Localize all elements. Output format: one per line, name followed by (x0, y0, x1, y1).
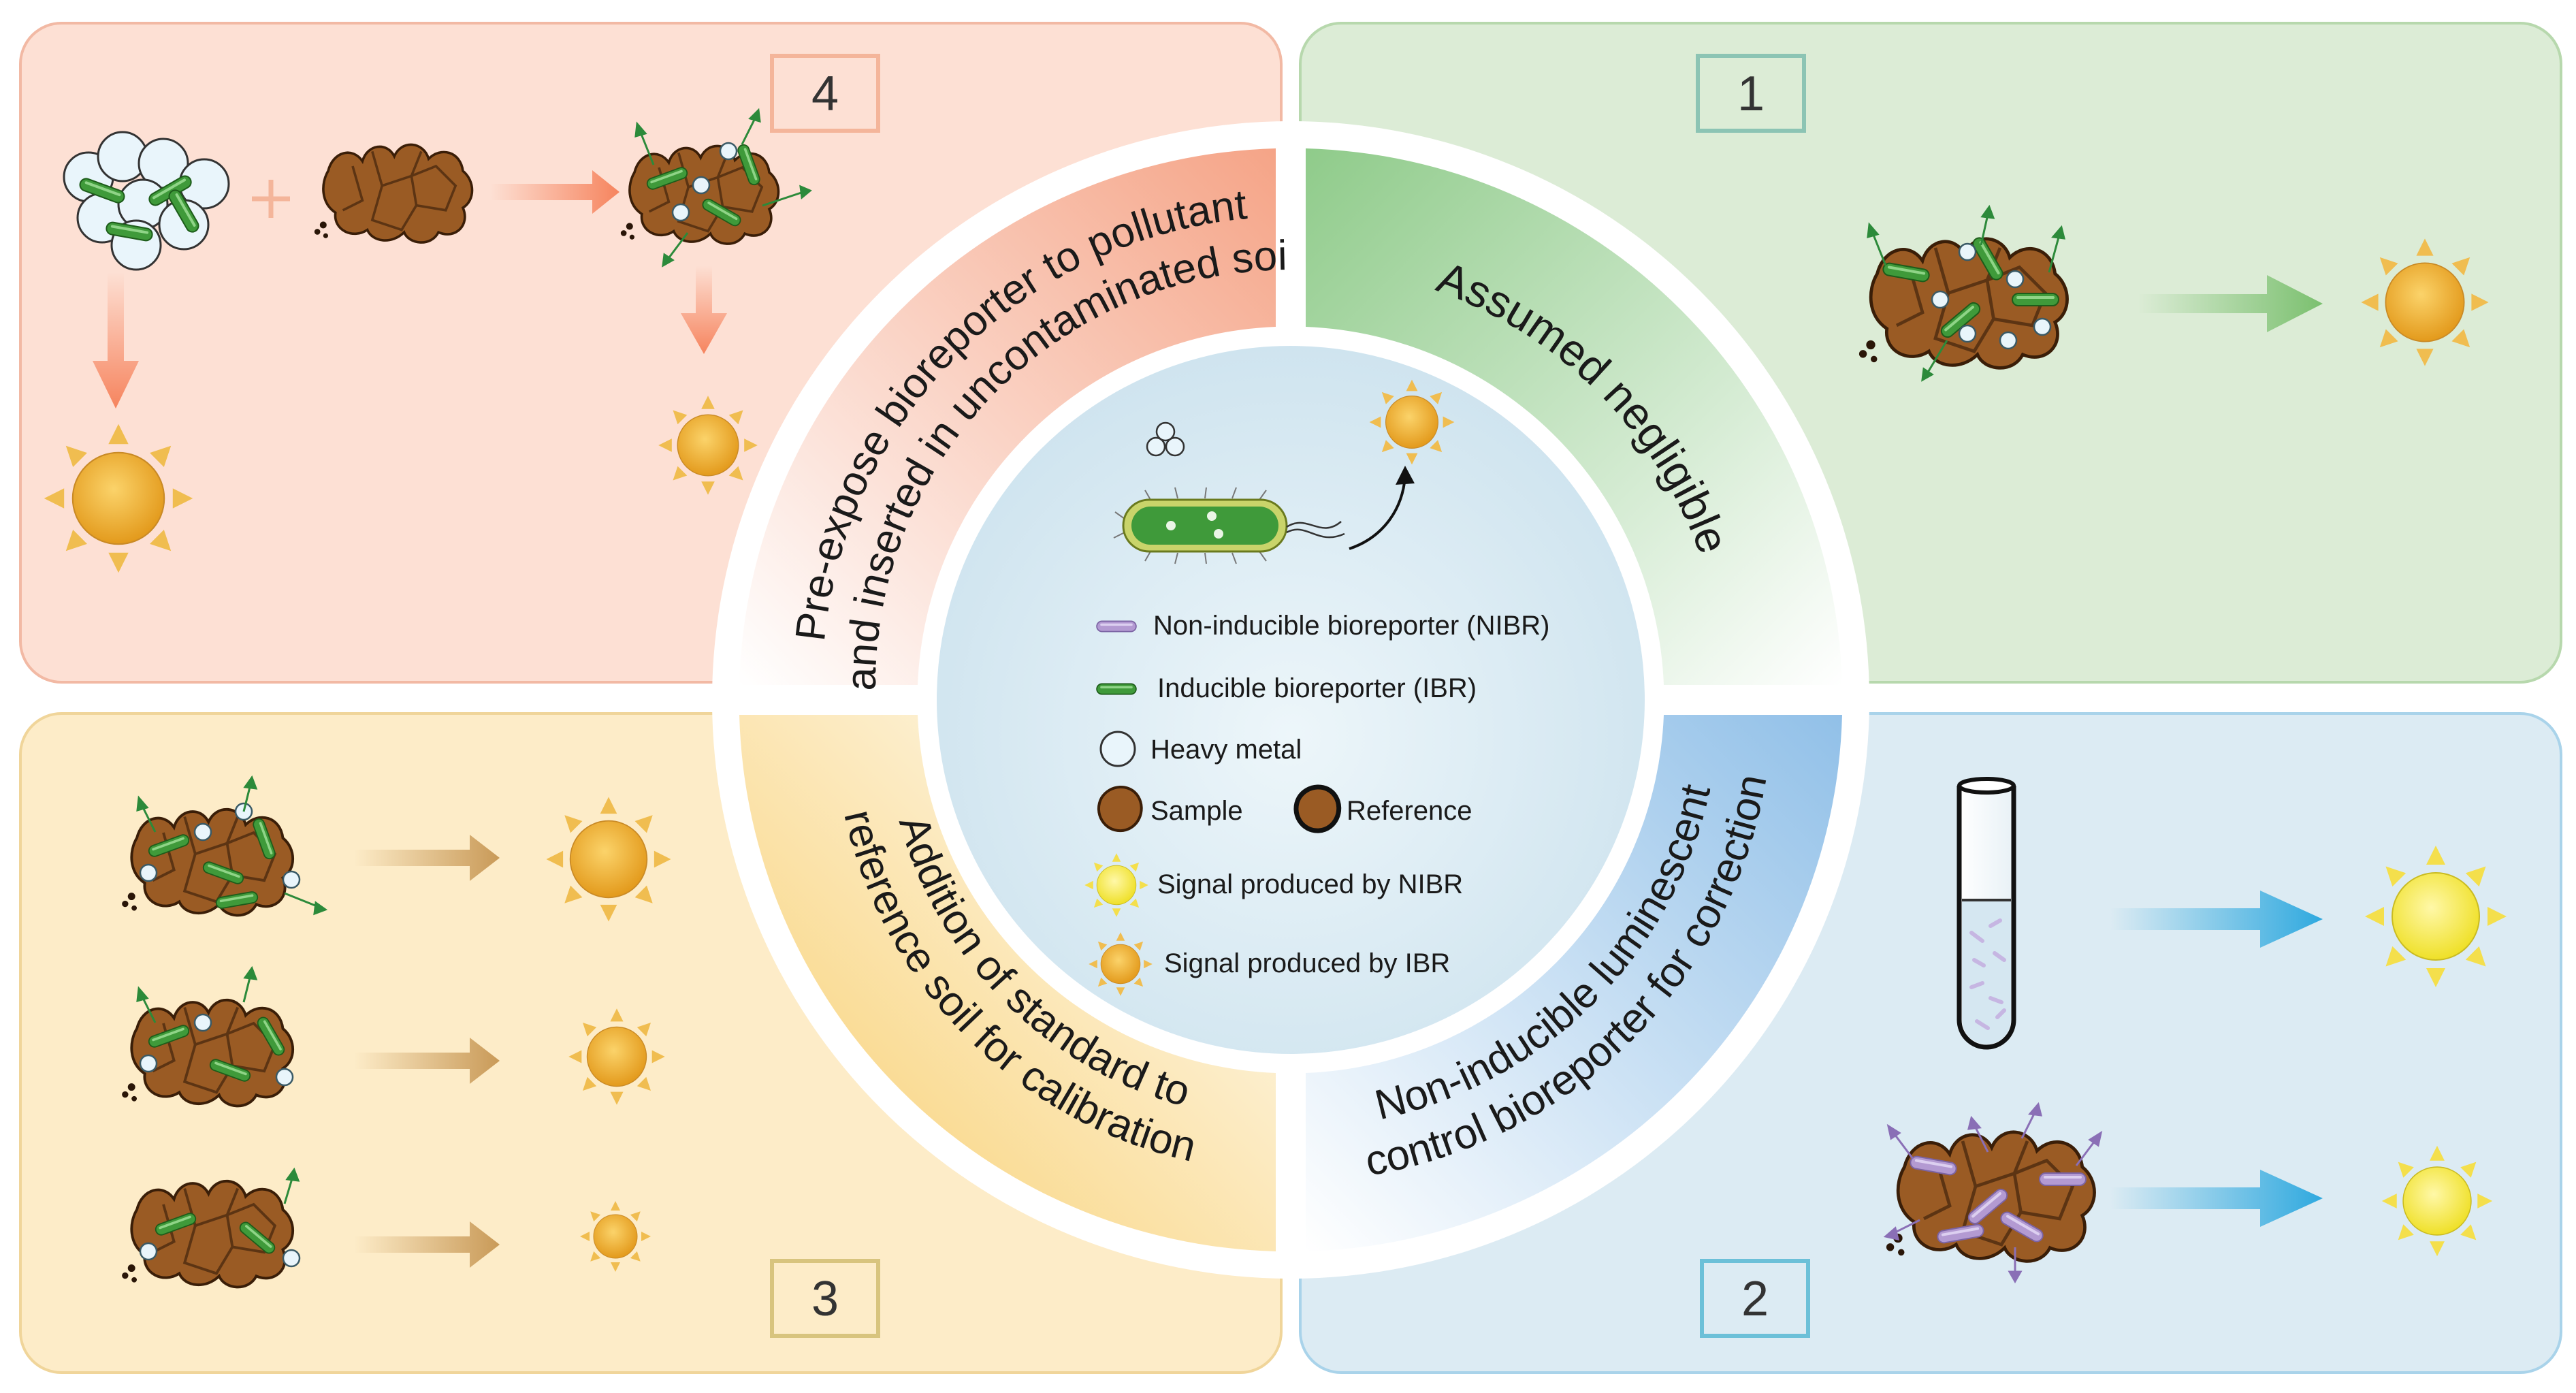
panel-4-arrow-right (490, 170, 619, 214)
legend-item-reference: Reference (1293, 784, 1472, 833)
panel-3-arrow-3 (354, 1221, 500, 1268)
legend-item-ibr: Inducible bioreporter (IBR) (1096, 673, 1477, 703)
legend-label-signal-ibr: Signal produced by IBR (1164, 948, 1450, 978)
panel-4-arrow-down-left (93, 272, 139, 409)
legend-item-sample: Sample (1097, 786, 1243, 833)
panel-2-arrow-2 (2110, 1170, 2323, 1227)
legend-item-metal: Heavy metal (1099, 731, 1302, 767)
panel-3-arrow-2 (354, 1038, 500, 1084)
panel-4-number-box: 4 (770, 54, 880, 133)
ring-segment-1 (1306, 148, 1842, 685)
heavy-metal-icon (1099, 731, 1136, 767)
ring-segment-2 (1306, 715, 1842, 1251)
legend-label-ibr: Inducible bioreporter (IBR) (1157, 673, 1477, 703)
center-bacterium-icon (1113, 487, 1345, 564)
panel-3-number-box: 3 (770, 1259, 880, 1338)
panel-3-soil-high (120, 775, 328, 917)
sample-particle-icon (1097, 786, 1143, 833)
legend-label-signal-nibr: Signal produced by NIBR (1157, 869, 1463, 899)
panel-1-number: 1 (1737, 67, 1765, 121)
panel-3-number: 3 (811, 1272, 839, 1326)
ring-segment-3 (739, 715, 1276, 1251)
panel-3-soil-medium (120, 965, 295, 1108)
panel-3-soil-low (120, 1167, 301, 1289)
panel-1-sample-soil (1859, 204, 2067, 382)
panel-1-arrow (2138, 275, 2323, 332)
panel-2-number-box: 2 (1700, 1259, 1810, 1338)
green-bacterium-icon (1096, 683, 1137, 695)
panel-4-number: 4 (811, 67, 839, 121)
legend-label-reference: Reference (1347, 796, 1472, 826)
legend-item-signal-nibr: Signal produced by NIBR (1084, 852, 1463, 918)
reference-particle-icon (1293, 784, 1342, 833)
center-metal-ions-icon (1146, 421, 1185, 457)
ring-segment-4 (739, 148, 1276, 685)
legend-label-nibr: Non-inducible bioreporter (NIBR) (1153, 611, 1549, 641)
legend-label-metal: Heavy metal (1150, 735, 1302, 765)
panel-4-metal-bacteria-cluster (63, 131, 230, 271)
panel-3-arrow-1 (354, 835, 500, 881)
purple-bacterium-icon (1096, 620, 1137, 633)
legend-label-sample: Sample (1150, 796, 1243, 826)
plus-sign (252, 180, 290, 218)
panel-2-arrow-1 (2110, 891, 2323, 948)
panel-2-number: 2 (1741, 1272, 1769, 1326)
center-signal-arrowhead (1396, 466, 1415, 485)
legend-item-nibr: Non-inducible bioreporter (NIBR) (1096, 611, 1549, 641)
panel-4-arrow-down-right (681, 266, 727, 354)
panel-2-sample-soil (1883, 1102, 2103, 1284)
legend-item-signal-ibr: Signal produced by IBR (1088, 931, 1450, 997)
center-signal-arrow (1349, 476, 1406, 550)
panel-4-mixed-soil (619, 108, 812, 268)
legend: Non-inducible bioreporter (NIBR) Inducib… (1084, 611, 1549, 997)
panel-1-number-box: 1 (1696, 54, 1806, 133)
panel-2-test-tube-icon (1957, 777, 2016, 1050)
